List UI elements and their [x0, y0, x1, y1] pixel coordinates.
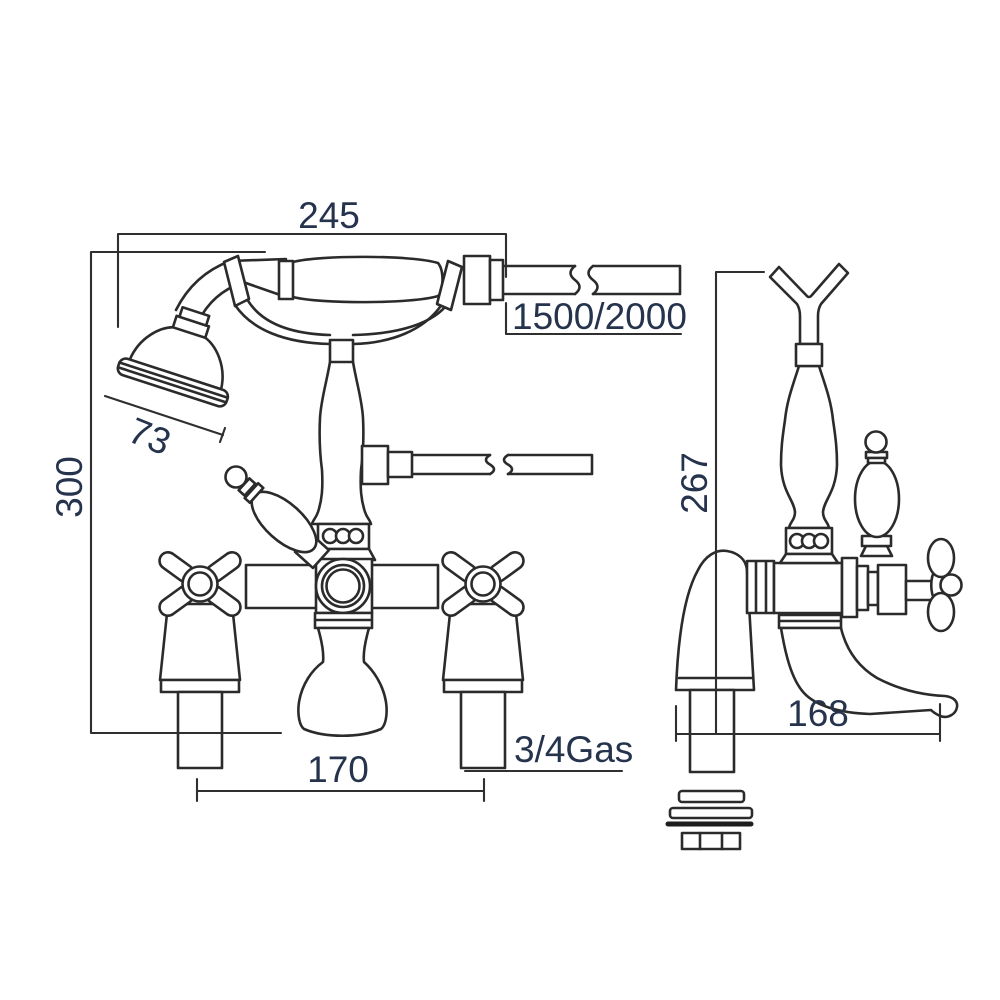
dim-gas: 3/4Gas — [463, 729, 633, 773]
side-lever — [853, 430, 901, 558]
hose-outlet-nut — [360, 444, 414, 486]
shower-hose-outlet — [410, 453, 594, 476]
handshower-handle — [277, 254, 505, 306]
side-body — [745, 556, 938, 619]
shower-hose-top — [501, 264, 682, 296]
dim-300: 300 — [49, 250, 283, 735]
dim-245-label: 245 — [298, 195, 360, 236]
dim-170-label: 170 — [307, 749, 369, 790]
dim-170: 170 — [195, 749, 486, 803]
diverter-lever — [224, 465, 331, 570]
bell-spout — [297, 611, 388, 737]
diverter-boss — [314, 557, 374, 615]
washers — [665, 789, 754, 851]
cradle-prongs — [222, 254, 464, 312]
cradle-fork — [768, 262, 850, 368]
dim-hose-length: 1500/2000 — [504, 296, 687, 337]
dim-267-label: 267 — [674, 452, 715, 514]
dim-168: 168 — [674, 693, 942, 743]
dimensions: 245 1500/2000 73 300 170 3/4Gas 267 — [49, 195, 942, 803]
dim-300-label: 300 — [49, 456, 90, 518]
left-tap — [154, 547, 246, 770]
side-riser — [778, 364, 840, 565]
handshower-head — [116, 305, 230, 408]
dim-gas-label: 3/4Gas — [514, 729, 633, 770]
dim-245: 245 — [116, 195, 508, 329]
right-tap — [437, 547, 529, 770]
diverter-cap — [310, 522, 377, 562]
side-cross-handle — [926, 537, 963, 633]
front-view — [116, 254, 682, 770]
riser-column — [310, 338, 373, 526]
shower-cradle — [233, 297, 451, 346]
dim-168-label: 168 — [787, 693, 849, 734]
side-view — [665, 262, 963, 851]
dim-267: 267 — [674, 270, 766, 736]
dim-hose-label: 1500/2000 — [512, 296, 687, 337]
dim-73: 73 — [103, 394, 227, 463]
side-spout — [777, 613, 959, 719]
